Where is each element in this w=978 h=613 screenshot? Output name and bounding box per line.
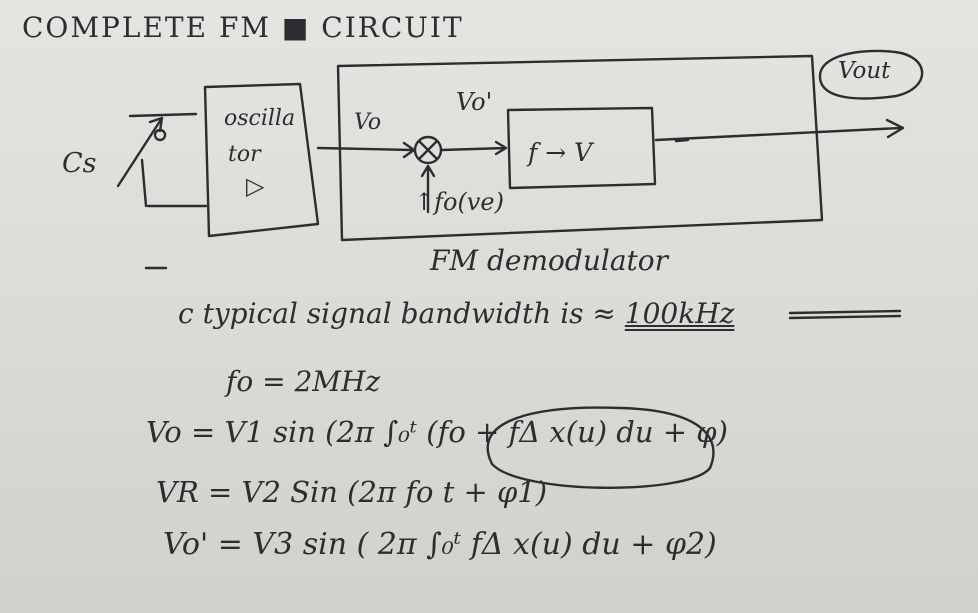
signal-vo-label: Vo: [354, 110, 382, 135]
oscillator-label-line1: oscilla: [224, 106, 296, 131]
capacitor-arrow: [116, 116, 164, 188]
capacitor-terminal: [153, 128, 167, 142]
converter-box: [506, 106, 657, 190]
mixer-cross: [417, 139, 439, 161]
diagram-title: COMPLETE FM ■ CIRCUIT: [22, 11, 464, 44]
capacitor-top-plate: [128, 112, 198, 118]
output-label: Vout: [838, 58, 891, 84]
oscillator-label-line2: tor: [228, 142, 261, 167]
f-arrow-tick: [674, 138, 690, 143]
bandwidth-value: 100kHz: [624, 297, 735, 330]
bandwidth-note: c typical signal bandwidth is ≈ 100kHz: [178, 300, 734, 328]
equation-vr: VR = V2 Sin (2π fo t + φ1): [156, 475, 548, 509]
converter-label: f → V: [528, 138, 593, 167]
bandwidth-underline: [788, 309, 902, 320]
oscillator-symbol: ▷: [246, 172, 265, 200]
capacitor-bottom-plate: [140, 158, 148, 208]
bandwidth-prefix: c typical signal bandwidth is ≈: [178, 297, 616, 330]
demodulator-label: FM demodulator: [430, 244, 668, 277]
wire-output: [654, 118, 905, 142]
highlight-loop: [486, 406, 715, 489]
wire-vo: [316, 141, 416, 159]
wire-vo-prime: [440, 140, 508, 156]
reference-label: ↑fo(ve): [414, 188, 504, 216]
reference-arrow: [420, 164, 436, 214]
signal-vo-prime-label: Vo': [456, 88, 493, 116]
vout-ellipse: [818, 49, 924, 100]
equation-vo: Vo = V1 sin (2π ∫₀ᵗ (fo + fΔ x(u) du + φ…: [146, 415, 728, 449]
equation-fo: fo = 2MHz: [226, 365, 381, 398]
equation-vo-prime: Vo' = V3 sin ( 2π ∫₀ᵗ fΔ x(u) du + φ2): [163, 527, 717, 562]
oscillator-box: [203, 82, 320, 238]
capacitor-label: Cs: [62, 148, 97, 179]
demodulator-box: [336, 54, 824, 242]
